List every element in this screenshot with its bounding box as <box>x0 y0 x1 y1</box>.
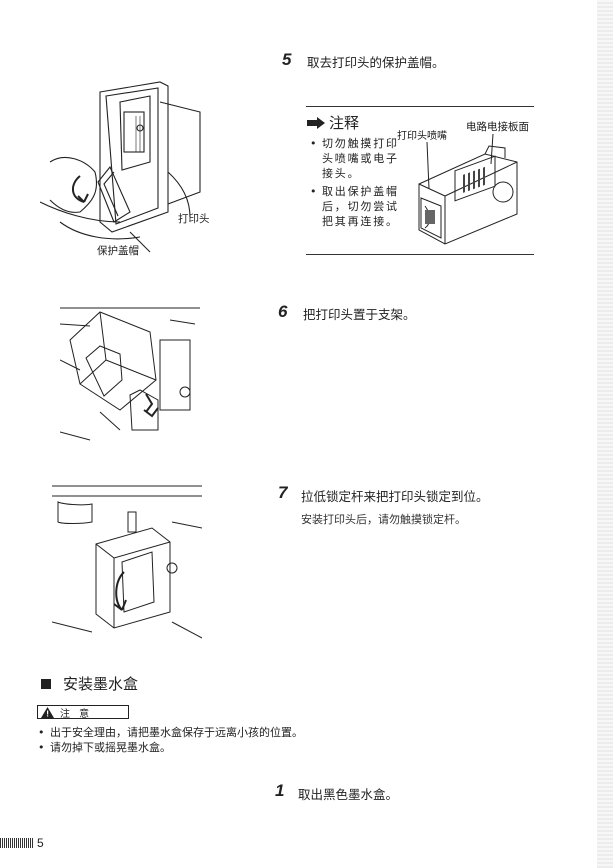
scan-edge <box>597 0 613 868</box>
section-heading: 安装墨水盒 <box>41 673 138 694</box>
remove-cap-illustration <box>40 81 201 253</box>
label-circuit: 电路电接板面 <box>466 121 529 133</box>
step-7-number: 7 <box>278 483 288 502</box>
step-5-text: 取去打印头的保护盖帽。 <box>307 55 445 70</box>
caution-item-1: 出于安全理由，请把墨水盒保存于远离小孩的位置。 <box>38 725 398 740</box>
page-tab-pattern <box>0 838 34 848</box>
printhead-detail-illustration <box>418 134 518 245</box>
label-printhead: 打印头 <box>178 213 210 225</box>
section-bullet-square-icon <box>41 678 51 689</box>
note-title: 注释 <box>329 114 360 132</box>
note-bullet-2-line-1: 取出保护盖帽 <box>322 185 399 198</box>
note-heading: 注释 <box>307 112 359 133</box>
warning-triangle-icon <box>41 706 54 718</box>
step-7-subtext: 安装打印头后，请勿触摸锁定杆。 <box>301 513 466 526</box>
step-6-text: 把打印头置于支架。 <box>303 307 416 322</box>
note-top-rule <box>306 106 534 107</box>
caution-badge: 注 意 <box>37 705 129 720</box>
step-1-text: 取出黑色墨水盒。 <box>298 787 399 802</box>
page-number: 5 <box>37 836 44 850</box>
page-footer: 5 <box>0 836 44 850</box>
step-5-number: 5 <box>282 50 292 69</box>
arrow-right-icon <box>307 116 325 129</box>
section-title: 安装墨水盒 <box>63 675 139 693</box>
note-bottom-rule <box>306 254 534 255</box>
caution-list: 出于安全理由，请把墨水盒保存于远离小孩的位置。 请勿掉下或摇晃墨水盒。 <box>38 725 398 755</box>
note-bullet-list: 切勿触摸打印 头喷嘴或电子 接头。 取出保护盖帽 后，切勿尝试 把其再连接。 <box>310 136 402 229</box>
note-bullet-2-line-2: 后，切勿尝试 <box>322 200 399 213</box>
step-1-number: 1 <box>275 781 285 800</box>
step-7-text: 拉低锁定杆来把打印头锁定到位。 <box>301 489 489 504</box>
step-6-number: 6 <box>278 302 288 321</box>
caution-item-2: 请勿掉下或摇晃墨水盒。 <box>38 740 398 755</box>
note-bullet-1-line-3: 接头。 <box>322 167 361 180</box>
label-nozzle: 打印头喷嘴 <box>397 131 447 142</box>
label-protective-cap: 保护盖帽 <box>97 245 139 257</box>
lock-printhead-illustration <box>52 485 202 639</box>
note-bullet-2-line-3: 把其再连接。 <box>322 215 399 228</box>
place-printhead-illustration <box>60 307 200 441</box>
note-bullet-2: 取出保护盖帽 后，切勿尝试 把其再连接。 <box>310 184 402 229</box>
caution-label: 注 意 <box>60 708 93 720</box>
note-bullet-1: 切勿触摸打印 头喷嘴或电子 接头。 <box>310 136 402 181</box>
note-bullet-1-line-1: 切勿触摸打印 <box>322 137 399 150</box>
note-bullet-1-line-2: 头喷嘴或电子 <box>322 152 399 165</box>
